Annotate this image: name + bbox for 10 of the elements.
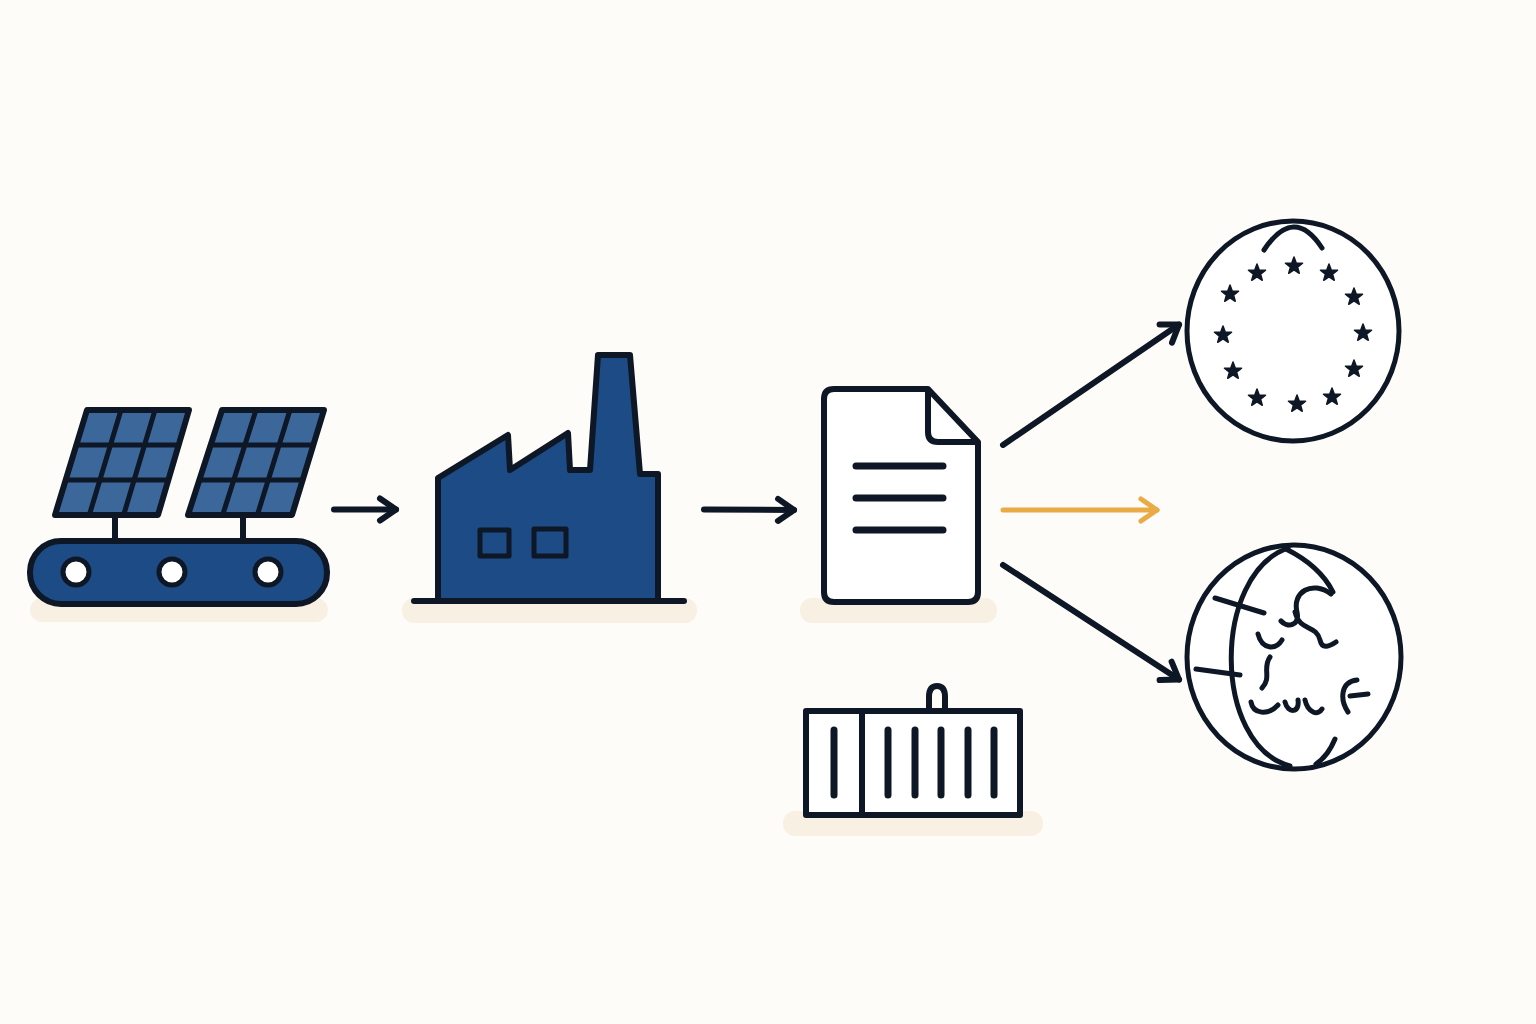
solar-panel-conveyor-icon bbox=[26, 404, 330, 624]
shipping-container-icon bbox=[781, 682, 1045, 838]
factory-icon bbox=[400, 350, 700, 625]
arrow bbox=[331, 495, 399, 524]
document-icon bbox=[798, 384, 999, 624]
arrow bbox=[701, 495, 797, 524]
globe-icon bbox=[1183, 541, 1405, 772]
arrow bbox=[1000, 321, 1182, 448]
arrow bbox=[1000, 561, 1182, 684]
arrow bbox=[1000, 496, 1160, 524]
